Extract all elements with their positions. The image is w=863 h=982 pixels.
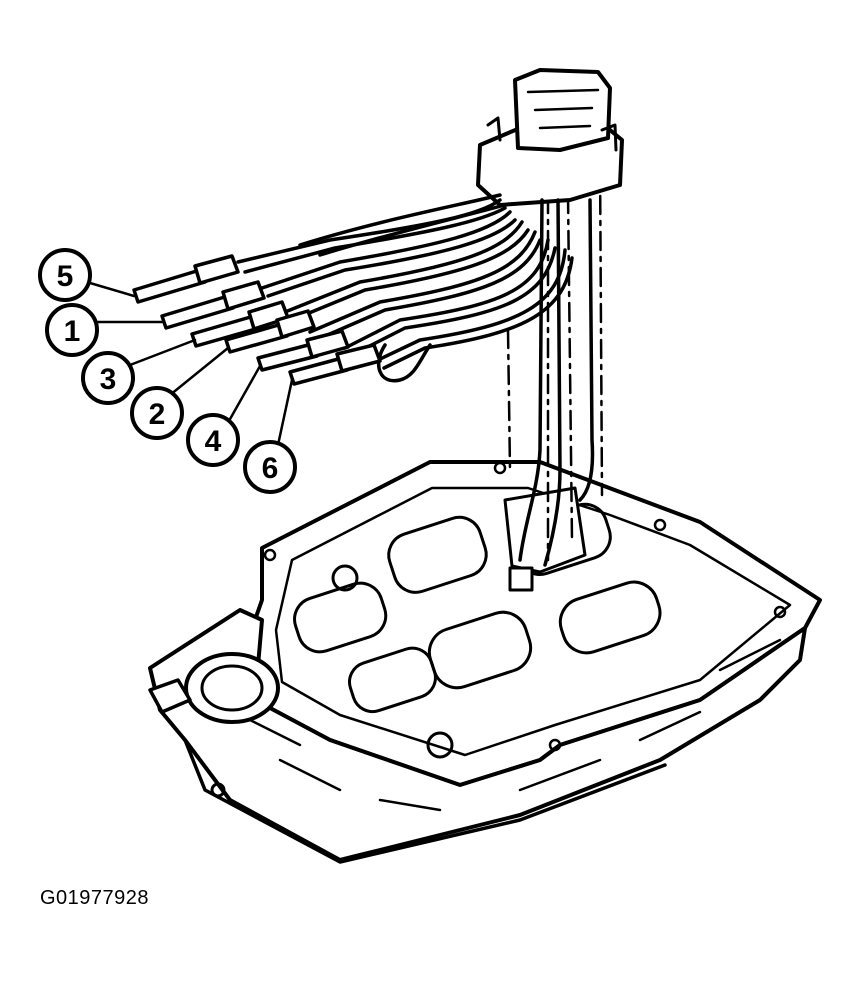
bolt-hole [426,731,454,759]
callout-label-4: 4 [205,425,222,458]
wire-3-inner [290,228,530,322]
alignment-lines [506,158,604,562]
boot-1-collar [221,280,266,311]
manifold-bottom-face [183,738,667,864]
wire-6 [376,248,567,362]
bolt-hole [773,605,787,619]
callouts [38,248,297,494]
leader-line-6 [276,378,294,447]
runner-port-6 [348,646,437,714]
boot-4-collar [305,329,350,359]
intake-manifold [148,460,822,864]
leader-lines [88,281,294,447]
wire-bundle [236,193,595,567]
callout-circle-2 [130,386,184,440]
bolt-hole [263,548,277,562]
spark-plug-boots [132,254,382,386]
connector-latch [486,116,618,152]
callout-labels: 5 1 3 2 4 6 [57,260,279,485]
callout-circle-4 [186,413,240,467]
wire-drop [518,198,544,562]
bolt-hole [210,782,226,798]
wire-2-inner [314,238,542,342]
wire-drop [543,198,562,567]
callout-circle-1 [45,303,99,357]
bolt-hole [331,564,359,592]
wire-ribbon [298,193,502,247]
callout-label-6: 6 [262,452,279,485]
callout-label-1: 1 [64,315,81,348]
figure-id-label: G01977928 [40,887,150,909]
manifold-gasket-inner [274,486,792,757]
boot-5-collar [193,254,240,285]
callout-label-5: 5 [57,260,74,293]
wire-drop [578,198,595,502]
callout-circle-3 [81,351,135,405]
runner-port-5 [558,580,662,655]
callout-label-2: 2 [149,398,166,431]
alignment-line [566,193,574,542]
callout-circle-6 [243,440,297,494]
leader-line-2 [168,346,230,397]
manifold-rib [278,710,702,812]
wire-3 [283,220,524,314]
runner-port-1 [387,515,488,594]
boot-1 [160,294,235,330]
wire-6-inner [382,256,574,370]
coolant-fitting [148,678,192,714]
callout-label-3: 3 [100,363,117,396]
leader-line-5 [88,281,136,298]
callout-circle-5 [38,248,92,302]
thermostat-housing-inner [200,664,264,712]
connector-plug-detail [526,88,600,130]
alignment-line [506,328,512,472]
boot-5 [132,268,207,304]
bolt-hole [653,518,667,532]
harness-clip [508,566,534,592]
wire-5 [236,198,502,264]
wire-1-inner [266,218,517,298]
leader-line-3 [128,338,197,367]
manifold-rib [248,638,782,747]
wire-ribbon [318,202,510,257]
bolt-hole [548,738,562,752]
runner-port-3 [293,581,388,654]
harness-bracket [503,486,587,574]
wire-4-inner [348,246,557,358]
boot-6-collar [335,343,382,373]
alignment-line [598,158,604,497]
thermostat-housing-outer [184,652,280,724]
wire-1 [260,210,512,290]
bolt-hole [493,461,507,475]
wire-2 [308,230,537,334]
harness-connector [476,68,624,207]
boot-2-collar [275,309,316,339]
leader-line-4 [223,364,262,430]
